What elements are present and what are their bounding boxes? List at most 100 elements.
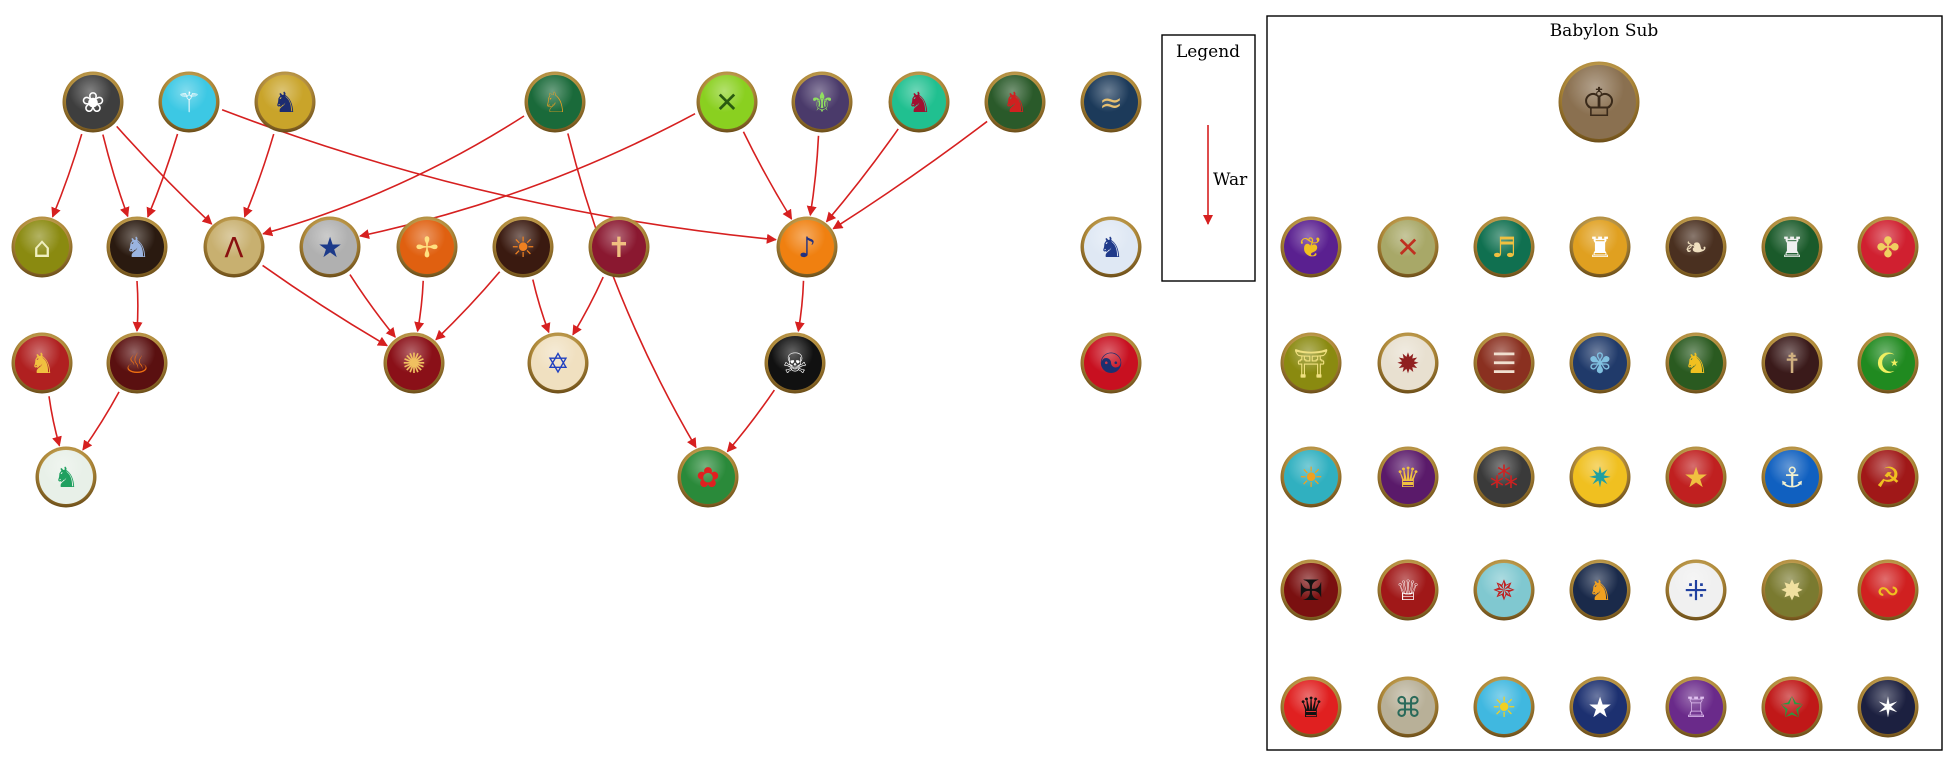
star-of-david-icon: ✡ xyxy=(546,347,569,380)
red-star-wreath-icon: ★ xyxy=(1683,461,1708,494)
double-eagle-icon: ♛ xyxy=(1395,461,1420,494)
teal-dragon-emblem[interactable]: ♞ xyxy=(888,71,950,133)
navy-star-emblem-shine xyxy=(1861,680,1915,734)
dark-grey-civ-emblem[interactable]: ❀ xyxy=(62,71,124,133)
hammer-sickle-emblem[interactable]: ☭ xyxy=(1857,446,1919,508)
celtic-knot-icon: ⚜ xyxy=(809,86,834,119)
peacock-emblem[interactable]: ✾ xyxy=(1569,332,1631,394)
star-flower-emblem[interactable]: ✵ xyxy=(1473,559,1535,621)
taegeuk-emblem[interactable]: ☯ xyxy=(1080,332,1142,394)
crown-emblem[interactable]: ♕ xyxy=(1377,559,1439,621)
olive-star-icon: ✸ xyxy=(1780,574,1803,607)
red-dragon-swirl-emblem[interactable]: ✿ xyxy=(677,446,739,508)
green-griffin-emblem[interactable]: ♞ xyxy=(984,71,1046,133)
maple-emblem[interactable]: ✤ xyxy=(1857,216,1919,278)
grey-star-icon: ★ xyxy=(317,231,342,264)
celtic-knot-emblem[interactable]: ⚜ xyxy=(791,71,853,133)
red-waves-icon: ∾ xyxy=(1876,574,1899,607)
star-of-david-emblem[interactable]: ✡ xyxy=(527,332,589,394)
quinas-emblem[interactable]: ⁜ xyxy=(1665,559,1727,621)
white-star-emblem[interactable]: ★ xyxy=(1569,676,1631,738)
pirate-emblem[interactable]: ☠ xyxy=(764,332,826,394)
green-dragon-emblem[interactable]: ♞ xyxy=(35,446,97,508)
cross-staff-emblem[interactable]: ☨ xyxy=(1761,332,1823,394)
green-star-emblem[interactable]: ✩ xyxy=(1761,676,1823,738)
war-edge-n5-n17 xyxy=(742,131,793,220)
war-edge-n8-n17 xyxy=(832,120,988,230)
crescent-icon: ☪ xyxy=(1875,347,1900,380)
legend-war-label: War xyxy=(1213,170,1248,190)
crossed-swords-emblem[interactable]: ✕ xyxy=(1377,216,1439,278)
eight-star-emblem[interactable]: ✷ xyxy=(1569,446,1631,508)
torii-gate-emblem[interactable]: ⛩ xyxy=(1280,332,1342,394)
navy-lion-emblem[interactable]: ♞ xyxy=(254,71,316,133)
sunburst-emblem[interactable]: ✹ xyxy=(1377,332,1439,394)
hooked-cross-icon: ✠ xyxy=(1299,574,1322,607)
horseman-emblem[interactable]: ♞ xyxy=(106,216,168,278)
black-eagle-emblem[interactable]: ♛ xyxy=(1280,676,1342,738)
sun-face-emblem[interactable]: ☀ xyxy=(1473,676,1535,738)
lambda-shield-emblem-shine xyxy=(207,220,261,274)
war-edge-n15-n21 xyxy=(435,271,501,341)
pirate-emblem-shine xyxy=(768,336,822,390)
olive-temple-emblem[interactable]: ⌂ xyxy=(11,216,73,278)
crescent-emblem[interactable]: ☪ xyxy=(1857,332,1919,394)
red-cross-emblem[interactable]: ✝ xyxy=(588,216,650,278)
horn-emblem[interactable]: ♪ xyxy=(776,216,838,278)
orange-lion-emblem[interactable]: ♞ xyxy=(1569,559,1631,621)
war-edge-n2-n11 xyxy=(146,133,179,218)
sun-teal-emblem[interactable]: ☀ xyxy=(1280,446,1342,508)
olive-temple-icon: ⌂ xyxy=(33,231,51,264)
harp-emblem[interactable]: ♬ xyxy=(1473,216,1535,278)
red-waves-emblem-shine xyxy=(1861,563,1915,617)
navy-fish-emblem[interactable]: ≈ xyxy=(1080,71,1142,133)
grey-star-emblem[interactable]: ★ xyxy=(299,216,361,278)
knot-emblem[interactable]: ⌘ xyxy=(1377,676,1439,738)
war-edge-n20-n25 xyxy=(82,391,120,451)
navy-star-emblem[interactable]: ✶ xyxy=(1857,676,1919,738)
sun-mask-emblem-shine xyxy=(496,220,550,274)
babylon-leader-portrait[interactable]: ♔ xyxy=(1558,61,1640,143)
purple-tower-emblem[interactable]: ♖ xyxy=(1665,676,1727,738)
eight-star-icon: ✷ xyxy=(1588,461,1611,494)
cyan-civ-emblem[interactable]: ⚚ xyxy=(158,71,220,133)
red-dragon-swirl-icon: ✿ xyxy=(696,461,719,494)
lambda-shield-emblem[interactable]: Λ xyxy=(203,216,265,278)
koru-emblem[interactable]: ❧ xyxy=(1665,216,1727,278)
kangaroo-emblem[interactable]: ♘ xyxy=(524,71,586,133)
olive-star-emblem[interactable]: ✸ xyxy=(1761,559,1823,621)
double-eagle-emblem-shine xyxy=(1381,450,1435,504)
white-star-icon: ★ xyxy=(1587,691,1612,724)
dark-grey-civ-emblem-shine xyxy=(66,75,120,129)
hammer-sickle-emblem-shine xyxy=(1861,450,1915,504)
hooked-cross-emblem[interactable]: ✠ xyxy=(1280,559,1342,621)
red-cross-emblem-shine xyxy=(592,220,646,274)
elephant-emblem[interactable]: ♜ xyxy=(1761,216,1823,278)
double-eagle-emblem[interactable]: ♛ xyxy=(1377,446,1439,508)
winged-lion-emblem[interactable]: ♞ xyxy=(1665,332,1727,394)
red-waves-emblem[interactable]: ∾ xyxy=(1857,559,1919,621)
trigram-emblem[interactable]: ☰ xyxy=(1473,332,1535,394)
war-edge-n12-n21 xyxy=(262,264,388,347)
three-dots-emblem[interactable]: ⁂ xyxy=(1473,446,1535,508)
chrysanthemum-emblem[interactable]: ✺ xyxy=(383,332,445,394)
quinas-emblem-shine xyxy=(1669,563,1723,617)
flame-emblem-shine xyxy=(110,336,164,390)
flame-icon: ♨ xyxy=(124,347,149,380)
hooked-cross-emblem-shine xyxy=(1284,563,1338,617)
red-lion-emblem[interactable]: ♞ xyxy=(11,332,73,394)
golden-eagle-emblem[interactable]: ♜ xyxy=(1569,216,1631,278)
orange-paddle-emblem[interactable]: ✢ xyxy=(396,216,458,278)
finland-lion-icon: ♞ xyxy=(1098,231,1123,264)
red-star-wreath-emblem[interactable]: ★ xyxy=(1665,446,1727,508)
flame-emblem[interactable]: ♨ xyxy=(106,332,168,394)
blue-anchor-emblem[interactable]: ⚓ xyxy=(1761,446,1823,508)
black-eagle-emblem-shine xyxy=(1284,680,1338,734)
finland-lion-emblem[interactable]: ♞ xyxy=(1080,216,1142,278)
green-star-emblem-shine xyxy=(1765,680,1819,734)
elephant-emblem-shine xyxy=(1765,220,1819,274)
lime-sword-emblem[interactable]: ✕ xyxy=(696,71,758,133)
sun-mask-emblem[interactable]: ☀ xyxy=(492,216,554,278)
laurel-wreath-emblem[interactable]: ❦ xyxy=(1280,216,1342,278)
taegeuk-emblem-shine xyxy=(1084,336,1138,390)
